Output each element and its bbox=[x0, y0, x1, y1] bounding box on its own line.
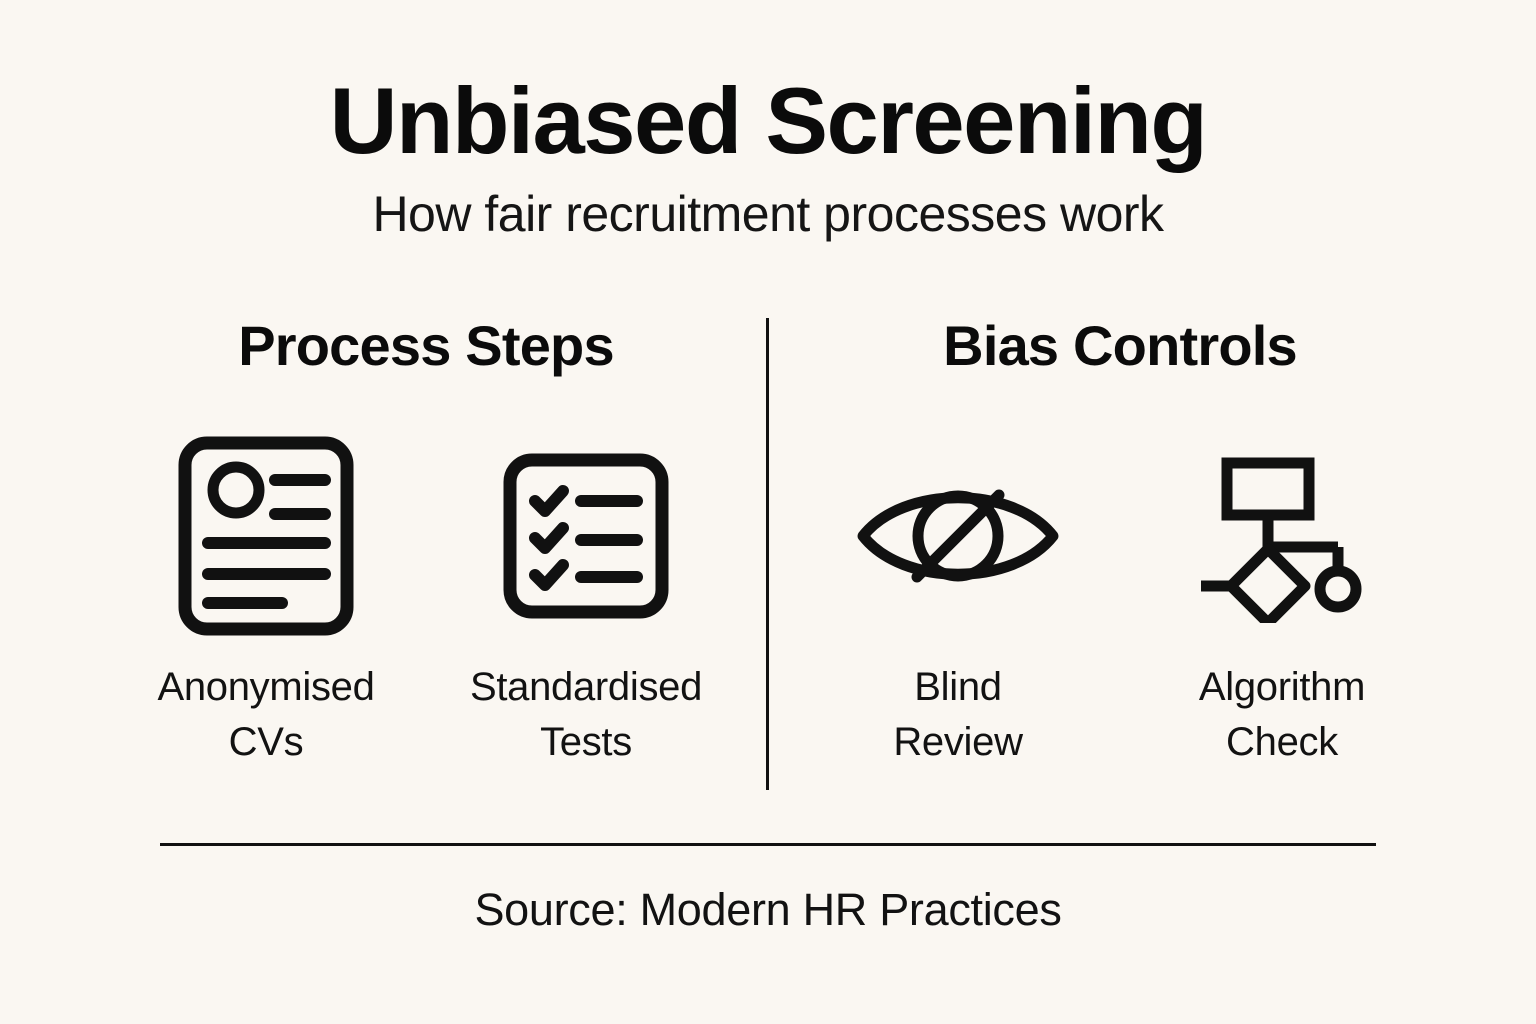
panel-process-steps: Process Steps Anonym bbox=[96, 318, 756, 790]
panel-heading-bias-controls: Bias Controls bbox=[943, 314, 1297, 377]
item-label-blind-review: Blind Review bbox=[893, 665, 1023, 765]
panel-items-bias-controls: Blind Review Algor bbox=[790, 436, 1450, 770]
panels-region: Process Steps Anonym bbox=[0, 318, 1536, 790]
panel-heading-process-steps: Process Steps bbox=[238, 314, 614, 377]
icon-box-standardised-tests bbox=[503, 436, 669, 636]
eye-slash-icon bbox=[857, 489, 1059, 583]
item-algorithm-check[interactable]: Algorithm Check bbox=[1157, 436, 1407, 770]
vertical-divider bbox=[766, 318, 769, 790]
flowchart-icon bbox=[1201, 457, 1362, 623]
panel-items-process-steps: Anonymised CVs Sta bbox=[96, 436, 756, 770]
item-label-standardised-tests: Standardised Tests bbox=[469, 665, 703, 765]
item-label-algorithm-check: Algorithm Check bbox=[1198, 665, 1366, 765]
item-anonymised-cvs[interactable]: Anonymised CVs bbox=[141, 436, 391, 770]
panel-bias-controls: Bias Controls Blind Review bbox=[790, 318, 1450, 790]
header: Unbiased Screening How fair recruitment … bbox=[0, 68, 1536, 242]
document-person-icon bbox=[178, 436, 354, 636]
icon-box-anonymised-cvs bbox=[178, 436, 354, 636]
icon-box-blind-review bbox=[855, 436, 1061, 636]
item-standardised-tests[interactable]: Standardised Tests bbox=[461, 436, 711, 770]
page-subtitle: How fair recruitment processes work bbox=[372, 185, 1164, 242]
item-blind-review[interactable]: Blind Review bbox=[833, 436, 1083, 770]
horizontal-divider bbox=[160, 843, 1376, 846]
icon-box-algorithm-check bbox=[1195, 436, 1369, 636]
item-label-anonymised-cvs: Anonymised CVs bbox=[157, 665, 375, 765]
source-note: Source: Modern HR Practices bbox=[474, 884, 1062, 935]
checklist-icon bbox=[503, 453, 669, 619]
page-title: Unbiased Screening bbox=[329, 68, 1208, 173]
